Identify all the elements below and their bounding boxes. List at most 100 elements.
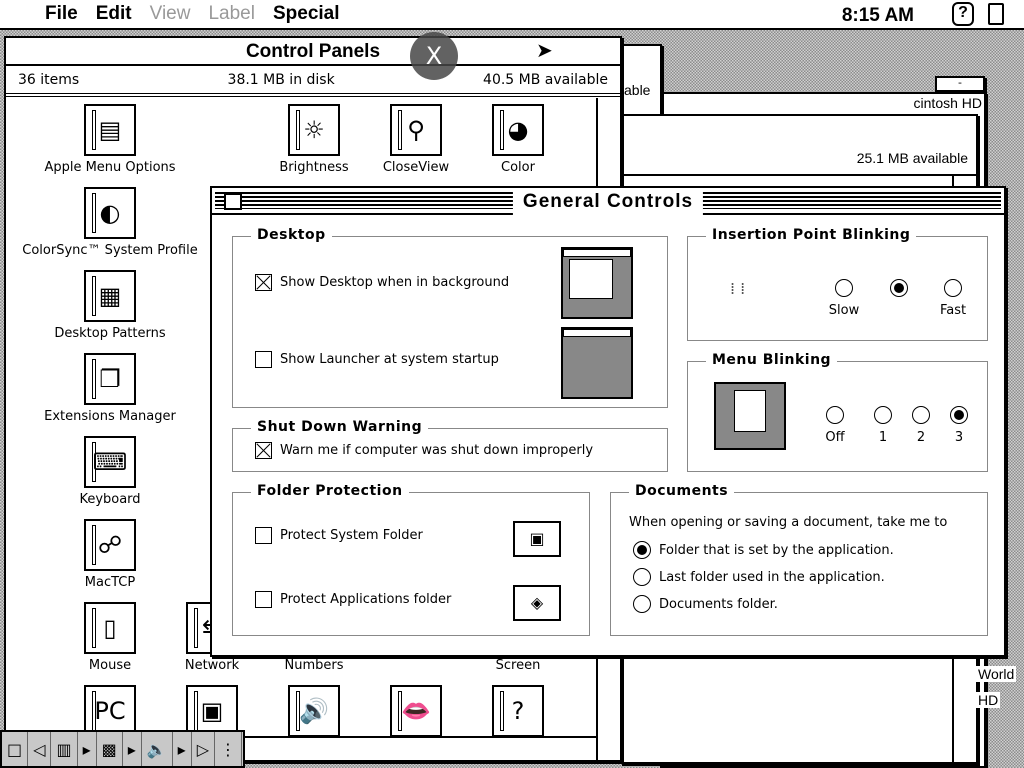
control-panel-icon[interactable]: ☍ MacTCP: [60, 519, 160, 590]
control-panel-label[interactable]: Mouse: [88, 658, 132, 673]
radio[interactable]: [950, 406, 968, 424]
control-panel-icon-image[interactable]: ◕: [492, 104, 544, 156]
control-panel-icon-image[interactable]: ?: [492, 685, 544, 737]
control-panel-icon[interactable]: ▯ Mouse: [60, 602, 160, 673]
control-panel-icon[interactable]: 👄: [366, 685, 466, 741]
control-panel-label[interactable]: Color: [501, 160, 535, 175]
control-panel-icon[interactable]: ▦ Desktop Patterns: [54, 270, 166, 341]
control-panel-icon-image[interactable]: ▦: [84, 270, 136, 322]
warn-shutdown-checkbox[interactable]: Warn me if computer was shut down improp…: [255, 442, 593, 459]
protect-system-checkbox[interactable]: Protect System Folder: [255, 527, 423, 544]
control-panel-label[interactable]: Apple Menu Options: [44, 160, 176, 175]
control-panel-label[interactable]: Network: [184, 658, 240, 673]
control-panel-label[interactable]: Extensions Manager: [44, 409, 176, 424]
control-panel-icon-image[interactable]: 🔊: [288, 685, 340, 737]
radio[interactable]: [890, 279, 908, 297]
control-panel-label[interactable]: ColorSync™ System Profile: [22, 243, 198, 258]
control-panel-icon-image[interactable]: ◐: [84, 187, 136, 239]
control-panel-icon-image[interactable]: 👄: [390, 685, 442, 737]
control-panel-icon[interactable]: ❐ Extensions Manager: [44, 353, 176, 424]
control-panel-icon[interactable]: ◕ Color: [468, 104, 568, 175]
checkbox-label[interactable]: Protect Applications folder: [280, 592, 452, 607]
control-panel-label[interactable]: Keyboard: [79, 492, 141, 507]
control-panel-icon[interactable]: PC: [60, 685, 160, 741]
insertion-medium[interactable]: [879, 279, 919, 303]
checkbox[interactable]: [255, 591, 272, 608]
show-launcher-checkbox[interactable]: Show Launcher at system startup: [255, 351, 499, 368]
menu-label[interactable]: Label: [208, 3, 255, 24]
clock[interactable]: 8:15 AM: [841, 5, 914, 26]
control-panel-icon[interactable]: ▤ Apple Menu Options: [44, 104, 176, 175]
menu-edit[interactable]: Edit: [95, 3, 132, 24]
menu-blink-1[interactable]: 1: [863, 406, 903, 445]
radio[interactable]: [944, 279, 962, 297]
control-strip-module-icon[interactable]: ▩: [97, 732, 123, 766]
control-panel-icon-image[interactable]: ☼: [288, 104, 340, 156]
title-bar[interactable]: General Controls: [212, 188, 1004, 215]
control-panel-label[interactable]: Desktop Patterns: [54, 326, 166, 341]
menu-blink-2[interactable]: 2: [901, 406, 941, 445]
checkbox-label[interactable]: Protect System Folder: [280, 528, 423, 543]
close-overlay-button[interactable]: X: [410, 32, 458, 80]
control-panel-icon-image[interactable]: ❐: [84, 353, 136, 405]
control-panel-label[interactable]: Brightness: [279, 160, 349, 175]
radio[interactable]: [633, 568, 651, 586]
radio[interactable]: [826, 406, 844, 424]
radio[interactable]: [633, 541, 651, 559]
radio[interactable]: [835, 279, 853, 297]
control-panel-icon[interactable]: ▣: [162, 685, 262, 741]
menu-file[interactable]: File: [45, 3, 78, 24]
control-strip-module-icon[interactable]: □: [2, 732, 29, 766]
general-controls-window[interactable]: General Controls Desktop Show Desktop wh…: [210, 186, 1006, 657]
radio[interactable]: [874, 406, 892, 424]
disk-icon-label[interactable]: -: [935, 76, 985, 92]
world-label[interactable]: World: [976, 666, 1017, 682]
control-panel-icon[interactable]: 🔊: [264, 685, 364, 741]
control-panel-label[interactable]: MacTCP: [84, 575, 136, 590]
control-panel-icon-image[interactable]: PC: [84, 685, 136, 737]
show-desktop-checkbox[interactable]: Show Desktop when in background: [255, 274, 509, 291]
control-panel-icon-image[interactable]: ☍: [84, 519, 136, 571]
radio[interactable]: [633, 595, 651, 613]
menu-blink-3[interactable]: 3: [939, 406, 979, 445]
control-panel-icon-image[interactable]: ▯: [84, 602, 136, 654]
control-strip-module-icon[interactable]: ▸: [78, 732, 97, 766]
control-panels-title[interactable]: Control Panels: [6, 38, 620, 66]
checkbox-label[interactable]: Warn me if computer was shut down improp…: [280, 443, 594, 458]
documents-option[interactable]: Folder that is set by the application.: [633, 541, 894, 559]
control-strip-module-icon[interactable]: ▸: [123, 732, 142, 766]
radio-label[interactable]: Documents folder.: [659, 596, 778, 612]
control-panel-icon-image[interactable]: ▣: [186, 685, 238, 737]
control-panel-icon-image[interactable]: ⚲: [390, 104, 442, 156]
checkbox[interactable]: [255, 351, 272, 368]
menu-blink-off[interactable]: Off: [815, 406, 855, 445]
checkbox[interactable]: [255, 442, 272, 459]
radio-label[interactable]: Fast: [939, 303, 967, 318]
radio-label[interactable]: Last folder used in the application.: [659, 569, 885, 585]
radio-label[interactable]: Slow: [828, 303, 860, 318]
radio-label[interactable]: Off: [825, 430, 845, 445]
control-panel-label[interactable]: Numbers: [284, 658, 344, 673]
radio-label[interactable]: 1: [878, 430, 888, 445]
documents-option[interactable]: Documents folder.: [633, 595, 778, 613]
documents-option[interactable]: Last folder used in the application.: [633, 568, 885, 586]
horizontal-scrollbar[interactable]: [6, 736, 596, 760]
control-panel-label[interactable]: CloseView: [382, 160, 450, 175]
control-panel-icon[interactable]: ◐ ColorSync™ System Profile: [22, 187, 198, 258]
control-panel-label[interactable]: Screen: [495, 658, 541, 673]
control-panel-icon-image[interactable]: ▤: [84, 104, 136, 156]
checkbox-label[interactable]: Show Launcher at system startup: [280, 352, 499, 367]
insertion-fast[interactable]: Fast: [933, 279, 973, 318]
hd-label[interactable]: HD: [976, 692, 1001, 708]
checkbox-label[interactable]: Show Desktop when in background: [280, 275, 510, 290]
menu-view[interactable]: View: [149, 3, 191, 24]
radio-label[interactable]: 3: [954, 430, 964, 445]
control-panel-icon[interactable]: ☼ Brightness: [264, 104, 364, 175]
control-panel-icon[interactable]: ?: [468, 685, 568, 741]
control-panel-icon[interactable]: ⚲ CloseView: [366, 104, 466, 175]
control-strip-module-icon[interactable]: ⋮: [215, 732, 243, 766]
help-menu-icon[interactable]: ?: [952, 2, 974, 26]
insertion-slow[interactable]: Slow: [824, 279, 864, 318]
protect-apps-checkbox[interactable]: Protect Applications folder: [255, 591, 451, 608]
checkbox[interactable]: [255, 527, 272, 544]
